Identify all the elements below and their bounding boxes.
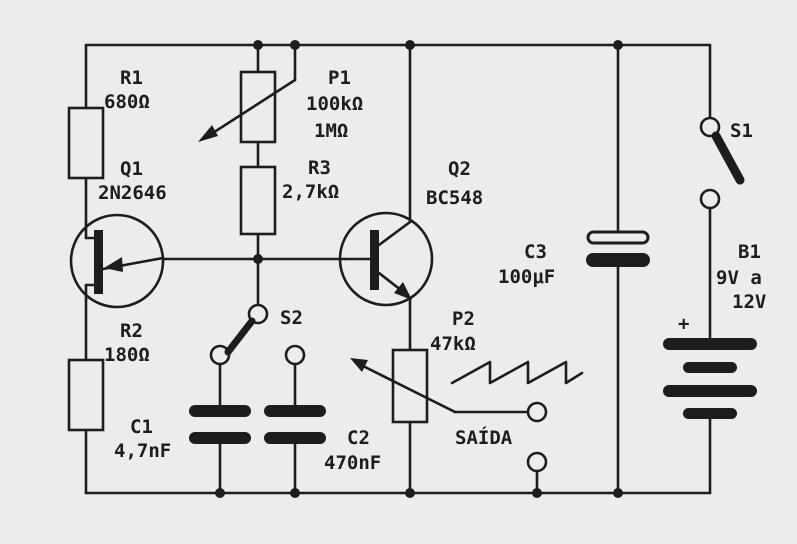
q1-ref: Q1 <box>120 158 143 180</box>
p2-ref: P2 <box>452 308 475 330</box>
b1-value-a: 9V a <box>716 267 762 289</box>
output-terminals <box>526 401 548 495</box>
p1-wiper-arrow <box>198 43 297 142</box>
p2-value: 47kΩ <box>430 333 476 355</box>
c3-value: 100μF <box>498 266 555 288</box>
c2-ref: C2 <box>347 427 370 449</box>
output-label: SAÍDA <box>455 426 513 449</box>
r2-ref: R2 <box>120 320 143 342</box>
r2-value: 180Ω <box>104 344 150 366</box>
r1-resistor <box>67 106 105 180</box>
r1-value: 680Ω <box>104 91 150 113</box>
q1-value: 2N2646 <box>98 182 167 204</box>
c1-ref: C1 <box>130 416 153 438</box>
junction-nodes <box>215 40 623 498</box>
s1-ref: S1 <box>730 120 753 142</box>
c1-value: 4,7nF <box>114 440 171 462</box>
p1-value-b: 1MΩ <box>314 120 348 142</box>
c2-capacitor <box>264 405 326 495</box>
top-rail <box>84 43 712 120</box>
r3-resistor <box>239 165 277 236</box>
c2-value: 470nF <box>324 452 381 474</box>
b1-battery <box>663 338 757 419</box>
s2-ref: S2 <box>280 307 303 329</box>
r2-resistor <box>67 358 105 432</box>
c3-capacitor <box>586 43 650 495</box>
p1-potentiometer <box>239 70 277 144</box>
b1-ref: B1 <box>738 241 761 263</box>
q2-npn-transistor <box>338 43 434 352</box>
s1-switch <box>699 116 745 340</box>
q1-ujt-transistor <box>69 213 165 309</box>
r1-ref: R1 <box>120 67 143 89</box>
c1-capacitor <box>189 405 251 495</box>
sawtooth-waveform-icon <box>450 360 584 385</box>
p2-wires <box>350 358 530 495</box>
q2-value: BC548 <box>426 187 483 209</box>
p1-ref: P1 <box>328 67 351 89</box>
c3-ref: C3 <box>524 241 547 263</box>
s2-switch <box>209 303 306 407</box>
b1-value-b: 12V <box>732 291 766 313</box>
q2-ref: Q2 <box>448 158 471 180</box>
p1-value-a: 100kΩ <box>306 93 363 115</box>
bottom-rail <box>84 412 712 495</box>
p2-potentiometer <box>391 348 429 424</box>
r3-ref: R3 <box>308 157 331 179</box>
r3-value: 2,7kΩ <box>282 181 339 203</box>
b1-polarity: + <box>678 313 689 335</box>
